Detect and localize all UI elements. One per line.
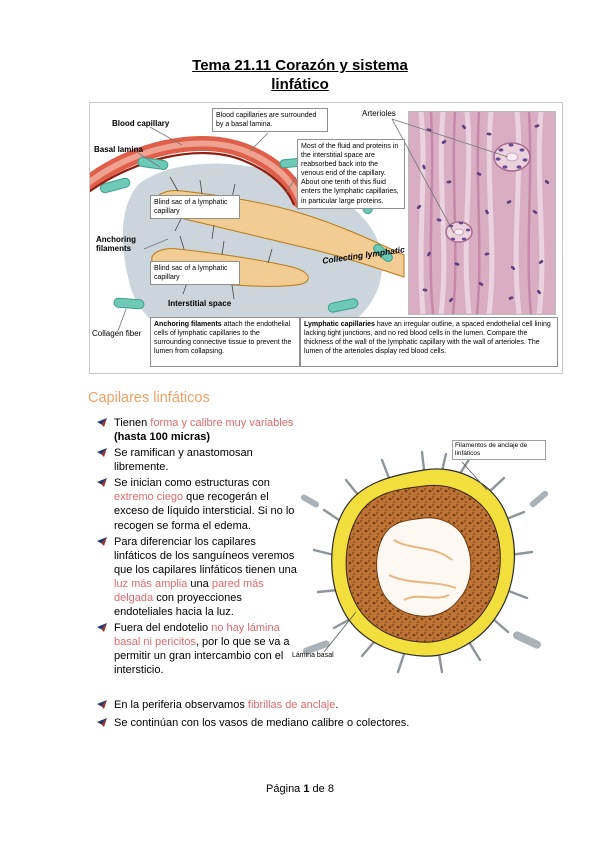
callout-blind-sac-1: Blind sac of a lymphatic capillary [150, 195, 240, 220]
bullet-highlight: extremo ciego [114, 491, 184, 504]
label-lamina-basal: Lámina basal [292, 652, 334, 659]
footer-page-number: 1 [303, 783, 310, 795]
dart-bullet-icon [97, 446, 114, 474]
label-basal-lamina: Basal lamina [94, 145, 143, 154]
list-item: Para diferenciar los capilares linfático… [97, 535, 299, 619]
label-filamentos-anclaje: Filamentos de anclaje de linfáticos [452, 440, 546, 461]
bullet-text: . [335, 699, 339, 711]
bullet-text: Se continúan con los vasos de mediano ca… [114, 717, 410, 730]
section-heading-capilares: Capilares linfáticos [88, 390, 210, 406]
bullet-list-bottom: En la periferia observamos fibrillas de … [97, 698, 557, 734]
callout-basal-lamina: Blood capillaries are surrounded by a ba… [212, 108, 328, 133]
bullet-highlight: no hay lámina basal ni pericitos [114, 622, 280, 649]
bullet-list-main: Tienen forma y calibre muy variables (ha… [97, 416, 299, 679]
label-collagen-fiber: Collagen fiber [92, 329, 142, 338]
callout-lymphatic-description: Lymphatic capillaries have an irregular … [300, 317, 558, 367]
bullet-text: Tienen [114, 417, 151, 429]
callout-fluid-reabsorption: Most of the fluid and proteins in the in… [297, 139, 405, 209]
footer-text: de 8 [309, 783, 334, 795]
bullet-text: una [187, 577, 212, 590]
list-item: Se continúan con los vasos de mediano ca… [97, 716, 557, 732]
callout-anchoring-lead: Anchoring filaments [154, 321, 222, 328]
figure-lymphatic-diagram: Blood capillary Basal lamina Anchoring f… [89, 102, 563, 374]
dart-bullet-icon [97, 698, 114, 714]
label-blood-capillary: Blood capillary [112, 119, 170, 128]
list-item: Fuera del endotelio no hay lámina basal … [97, 621, 299, 677]
bullet-highlight: luz más amplia [114, 577, 188, 590]
list-item: Se ramifican y anastomosan libremente. [97, 446, 299, 474]
label-arterioles: Arterioles [362, 109, 396, 118]
footer-text: Página [266, 783, 304, 795]
dart-bullet-icon [97, 416, 114, 444]
figure-capillary-cross-section: Filamentos de anclaje de linfáticos Lámi… [284, 440, 560, 692]
callout-lymphatic-lead: Lymphatic capillaries [304, 321, 375, 328]
page-footer: Página 1 de 8 [0, 783, 600, 795]
bullet-text: En la periferia observamos [114, 699, 248, 711]
arteriole-histology-image [408, 111, 556, 315]
label-anchoring-filaments: Anchoring filaments [96, 235, 136, 254]
callout-blind-sac-2: Blind sac of a lymphatic capillary [150, 261, 240, 286]
page-title-line2: linfático [271, 76, 329, 93]
list-item: Tienen forma y calibre muy variables (ha… [97, 416, 299, 444]
bullet-text: Se inician como estructuras con [114, 477, 270, 490]
dart-bullet-icon [97, 535, 114, 619]
bullet-text: Fuera del endotelio [114, 622, 212, 635]
label-interstitial-space: Interstitial space [168, 299, 232, 308]
bullet-text: que recogerán el exceso de líquido inter… [114, 491, 295, 532]
callout-anchoring-rest: attach the endothelial cells of lymphati… [154, 321, 292, 356]
list-item: Se inician como estructuras con extremo … [97, 476, 299, 532]
bullet-highlight: forma y calibre muy variables [150, 417, 294, 429]
callout-anchoring-description: Anchoring filaments attach the endotheli… [150, 317, 300, 367]
callout-lymphatic-rest: have an irregular outline, a spaced endo… [304, 321, 551, 356]
bullet-text: Para diferenciar los capilares linfático… [114, 535, 297, 576]
bullet-text: (hasta 100 micras) [114, 431, 210, 444]
page-title-line1: Tema 21.11 Corazón y sistema [192, 57, 408, 74]
dart-bullet-icon [97, 476, 114, 532]
bullet-text: con proyecciones endoteliales hacia la l… [114, 591, 242, 619]
page-title: Tema 21.11 Corazón y sistema linfático [0, 56, 600, 94]
bullet-text: , por lo que se va a permitir un gran in… [114, 636, 290, 677]
bullet-highlight: pared más delgada [114, 577, 264, 604]
capillary-cross-section-art [300, 450, 549, 674]
bullet-text: Se ramifican y anastomosan libremente. [114, 447, 253, 474]
bullet-highlight: fibrillas de anclaje [247, 699, 336, 711]
dart-bullet-icon [97, 716, 114, 732]
list-item: En la periferia observamos fibrillas de … [97, 698, 557, 714]
dart-bullet-icon [97, 621, 114, 677]
